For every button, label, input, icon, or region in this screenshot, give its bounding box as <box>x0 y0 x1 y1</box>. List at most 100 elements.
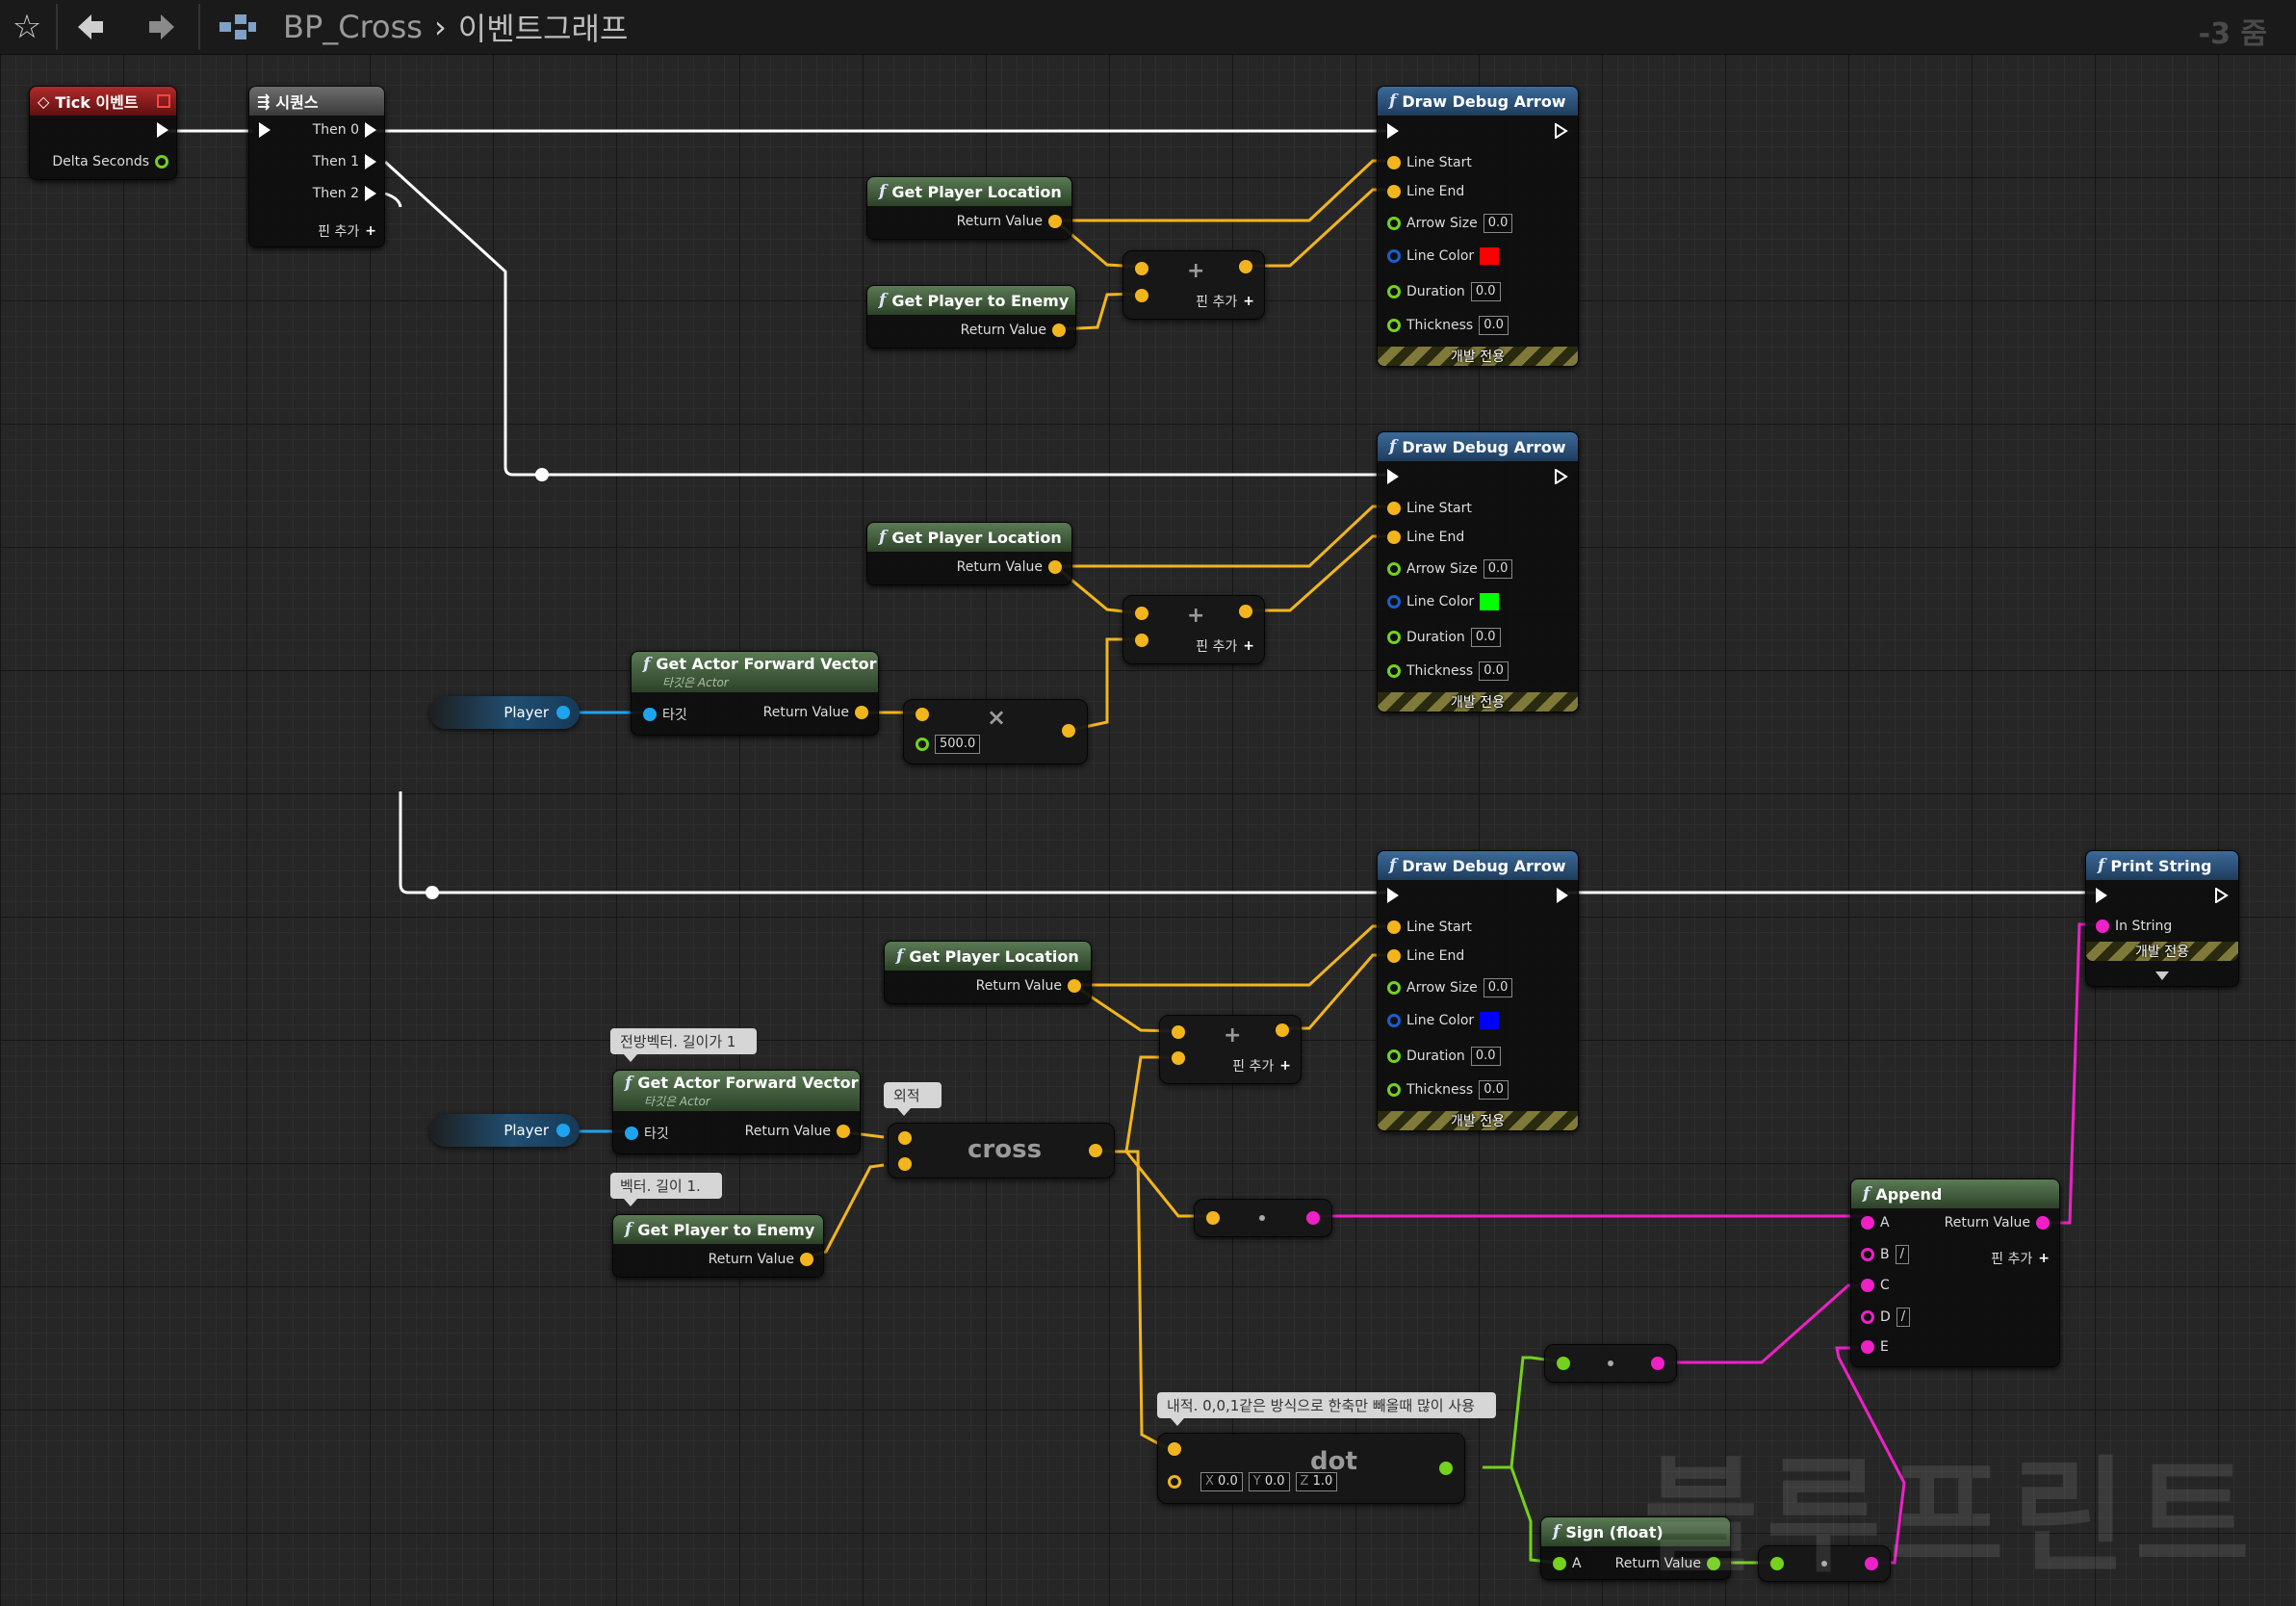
output-pin[interactable] <box>1239 605 1252 618</box>
input-vector-pin[interactable] <box>916 708 929 721</box>
input-e-pin[interactable]: E <box>1861 1339 1889 1355</box>
thickness-field[interactable]: 0.0 <box>1479 1080 1509 1100</box>
input-pin[interactable] <box>1206 1211 1220 1225</box>
x-field[interactable]: X 0.0 <box>1200 1472 1243 1491</box>
line-end-pin[interactable]: Line End <box>1387 530 1464 545</box>
output-pin[interactable] <box>1062 724 1075 738</box>
line-end-pin[interactable]: Line End <box>1387 184 1464 199</box>
cross-product-node[interactable]: cross <box>888 1123 1115 1179</box>
return-value-pin[interactable]: Return Value <box>957 559 1062 575</box>
line-color-pin[interactable]: Line Color <box>1387 593 1500 610</box>
sequence-node[interactable]: ⇶ 시퀀스 Then 0 Then 1 Then 2 핀 추가+ <box>248 86 385 247</box>
exec-out-pin[interactable] <box>1555 469 1568 484</box>
output-pin[interactable] <box>1439 1462 1453 1475</box>
input-a-pin[interactable]: A <box>1861 1215 1890 1230</box>
expand-arrow-icon[interactable] <box>2155 971 2169 980</box>
input-pin[interactable] <box>1770 1557 1784 1570</box>
input-a-pin[interactable] <box>898 1131 912 1145</box>
input-a-pin[interactable] <box>1172 1025 1185 1039</box>
output-pin[interactable] <box>1276 1023 1289 1037</box>
exec-in-pin[interactable] <box>1387 469 1399 484</box>
add-pin-button[interactable]: 핀 추가+ <box>318 223 376 240</box>
input-b-pin[interactable] <box>1135 634 1148 647</box>
tick-event-node[interactable]: ◇ Tick 이벤트 Delta Seconds <box>29 86 177 180</box>
back-arrow-icon[interactable] <box>69 8 112 46</box>
input-a-pin[interactable] <box>1135 607 1148 620</box>
line-color-pin[interactable]: Line Color <box>1387 1012 1500 1029</box>
return-value-pin[interactable]: Return Value <box>763 705 868 720</box>
input-pin[interactable] <box>1557 1357 1570 1370</box>
exec-in-pin[interactable] <box>259 122 271 138</box>
exec-out-pin[interactable] <box>2215 888 2229 903</box>
line-start-pin[interactable]: Line Start <box>1387 155 1472 170</box>
player-output-pin[interactable] <box>556 706 570 719</box>
y-field[interactable]: Y 0.0 <box>1248 1472 1290 1491</box>
output-pin[interactable] <box>1089 1144 1102 1157</box>
exec-in-pin[interactable] <box>1387 888 1399 903</box>
add-pin-button[interactable]: 핀 추가+ <box>1196 638 1254 655</box>
return-value-pin[interactable]: Return Value <box>1945 1215 2050 1230</box>
then0-pin[interactable]: Then 0 <box>313 122 376 138</box>
output-pin[interactable] <box>1651 1357 1664 1370</box>
line-color-pin[interactable]: Line Color <box>1387 247 1500 265</box>
z-field[interactable]: Z 1.0 <box>1295 1472 1338 1491</box>
add-pin-button[interactable]: 핀 추가+ <box>1991 1251 2050 1267</box>
comment-bubble[interactable]: 전방벡터. 길이가 1 <box>610 1028 758 1062</box>
delta-seconds-pin[interactable]: Delta Seconds <box>52 154 168 169</box>
return-value-pin[interactable]: Return Value <box>745 1124 850 1139</box>
output-pin[interactable] <box>1306 1211 1320 1225</box>
player-variable-node[interactable]: Player <box>429 696 580 729</box>
thickness-field[interactable]: 0.0 <box>1479 661 1509 681</box>
comment-bubble[interactable]: 벡터. 길이 1. <box>610 1173 722 1206</box>
thickness-field[interactable]: 0.0 <box>1479 316 1509 335</box>
input-a-pin[interactable] <box>1135 262 1148 275</box>
input-b-pin[interactable]: B/ <box>1861 1245 1909 1264</box>
breadcrumb-root[interactable]: BP_Cross <box>283 9 423 45</box>
duration-field[interactable]: 0.0 <box>1470 1047 1501 1066</box>
input-b-pin[interactable] <box>898 1157 912 1171</box>
node-header[interactable]: ◇ Tick 이벤트 <box>30 87 176 116</box>
return-value-pin[interactable]: Return Value <box>1615 1556 1720 1571</box>
output-pin[interactable] <box>1239 260 1252 273</box>
line-start-pin[interactable]: Line Start <box>1387 920 1472 935</box>
vector-add-node[interactable]: + 핀 추가+ <box>1122 595 1265 664</box>
target-pin[interactable]: 타깃 <box>643 705 687 724</box>
d-field[interactable]: / <box>1896 1308 1911 1327</box>
forward-arrow-icon[interactable] <box>141 8 183 46</box>
breadcrumb-current[interactable]: 이벤트그래프 <box>457 11 629 47</box>
line-start-pin[interactable]: Line Start <box>1387 501 1472 516</box>
line-end-pin[interactable]: Line End <box>1387 948 1464 964</box>
return-value-pin[interactable]: Return Value <box>961 323 1066 338</box>
add-pin-button[interactable]: 핀 추가+ <box>1196 294 1254 310</box>
b-field[interactable]: / <box>1895 1245 1909 1264</box>
arrow-size-field[interactable]: 0.0 <box>1483 559 1513 579</box>
multiplier-field[interactable]: 500.0 <box>935 735 981 754</box>
return-value-pin[interactable]: Return Value <box>957 214 1062 229</box>
output-pin[interactable] <box>1865 1557 1878 1570</box>
return-value-pin[interactable]: Return Value <box>709 1252 813 1267</box>
player-output-pin[interactable] <box>556 1124 570 1137</box>
float-to-string-node[interactable] <box>1544 1344 1677 1383</box>
vector-add-node[interactable]: + 핀 추가+ <box>1159 1015 1302 1084</box>
exec-in-pin[interactable] <box>2096 888 2107 903</box>
multiplier-pin[interactable]: 500.0 <box>916 735 981 754</box>
